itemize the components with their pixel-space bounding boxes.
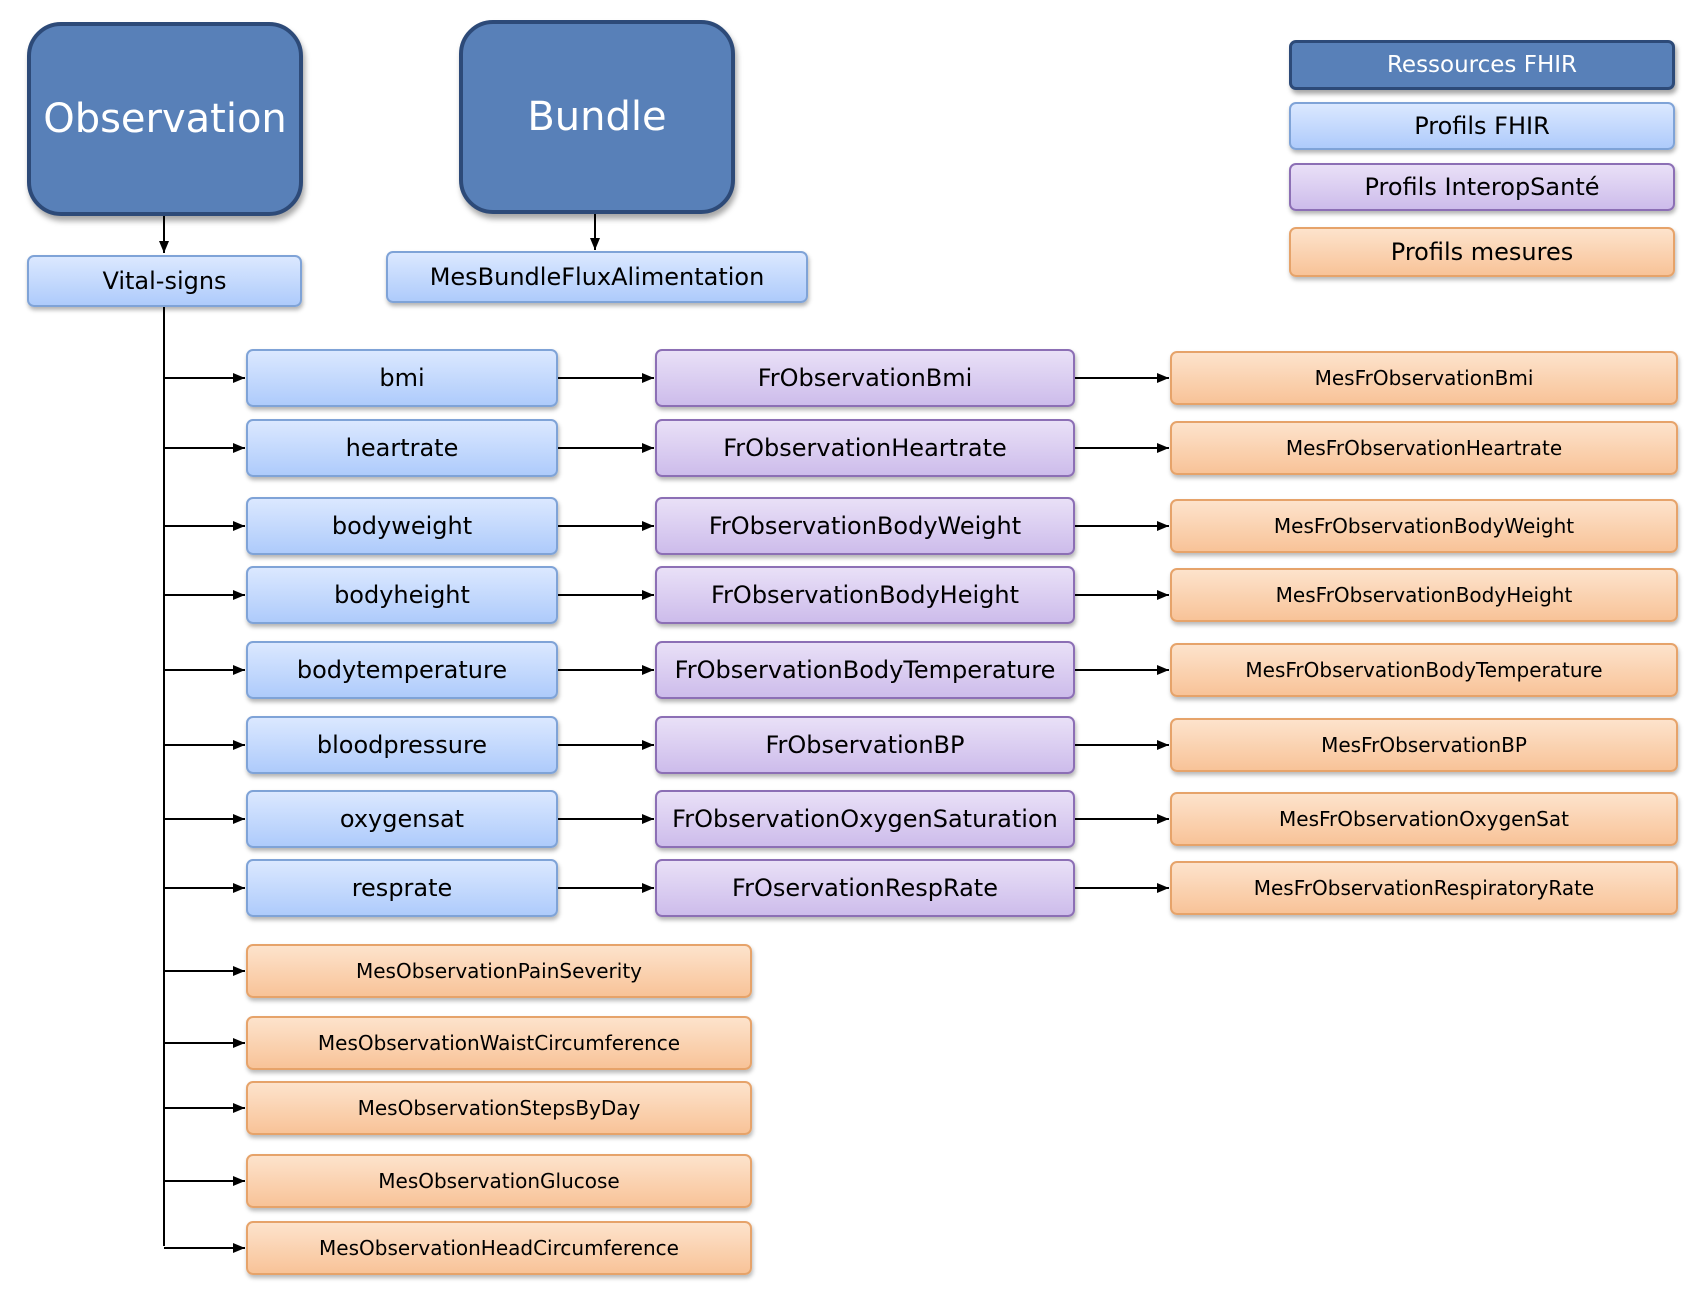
measure-profile-box: MesFrObservationOxygenSat <box>1170 792 1678 846</box>
interop-profile-box: FrObservationBmi <box>655 349 1075 407</box>
legend-fhir-profiles-box: Profils FHIR <box>1289 102 1675 150</box>
legend-measure-profiles-box: Profils mesures <box>1289 227 1675 277</box>
interop-profile-box: FrObservationOxygenSaturation <box>655 790 1075 848</box>
measure-profile-box: MesFrObservationBodyHeight <box>1170 568 1678 622</box>
observation-resource-box: Observation <box>27 22 303 216</box>
legend-resources-box: Ressources FHIR <box>1289 40 1675 90</box>
vital-sign-profile-box: bodytemperature <box>246 641 558 699</box>
vital-sign-profile-box: bodyweight <box>246 497 558 555</box>
interop-profile-box: FrObservationBodyHeight <box>655 566 1075 624</box>
vital-sign-profile-box: heartrate <box>246 419 558 477</box>
standalone-measure-box: MesObservationGlucose <box>246 1154 752 1208</box>
standalone-measure-box: MesObservationWaistCircumference <box>246 1016 752 1070</box>
measure-profile-box: MesFrObservationRespiratoryRate <box>1170 861 1678 915</box>
bundle-flux-profile-box: MesBundleFluxAlimentation <box>386 251 808 303</box>
standalone-measure-box: MesObservationStepsByDay <box>246 1081 752 1135</box>
measure-profile-box: MesFrObservationBmi <box>1170 351 1678 405</box>
interop-profile-box: FrObservationBodyTemperature <box>655 641 1075 699</box>
vital-sign-profile-box: oxygensat <box>246 790 558 848</box>
bundle-resource-box: Bundle <box>459 20 735 214</box>
vital-sign-profile-box: bodyheight <box>246 566 558 624</box>
interop-profile-box: FrOservationRespRate <box>655 859 1075 917</box>
standalone-measure-box: MesObservationPainSeverity <box>246 944 752 998</box>
measure-profile-box: MesFrObservationBodyWeight <box>1170 499 1678 553</box>
legend-interop-profiles-box: Profils InteropSanté <box>1289 163 1675 211</box>
measure-profile-box: MesFrObservationHeartrate <box>1170 421 1678 475</box>
standalone-measure-box: MesObservationHeadCircumference <box>246 1221 752 1275</box>
measure-profile-box: MesFrObservationBodyTemperature <box>1170 643 1678 697</box>
vital-sign-profile-box: bloodpressure <box>246 716 558 774</box>
vital-sign-profile-box: resprate <box>246 859 558 917</box>
vital-signs-profile-box: Vital-signs <box>27 255 302 307</box>
measure-profile-box: MesFrObservationBP <box>1170 718 1678 772</box>
interop-profile-box: FrObservationBodyWeight <box>655 497 1075 555</box>
vital-sign-profile-box: bmi <box>246 349 558 407</box>
interop-profile-box: FrObservationHeartrate <box>655 419 1075 477</box>
interop-profile-box: FrObservationBP <box>655 716 1075 774</box>
branch-arrows <box>164 373 1169 1253</box>
